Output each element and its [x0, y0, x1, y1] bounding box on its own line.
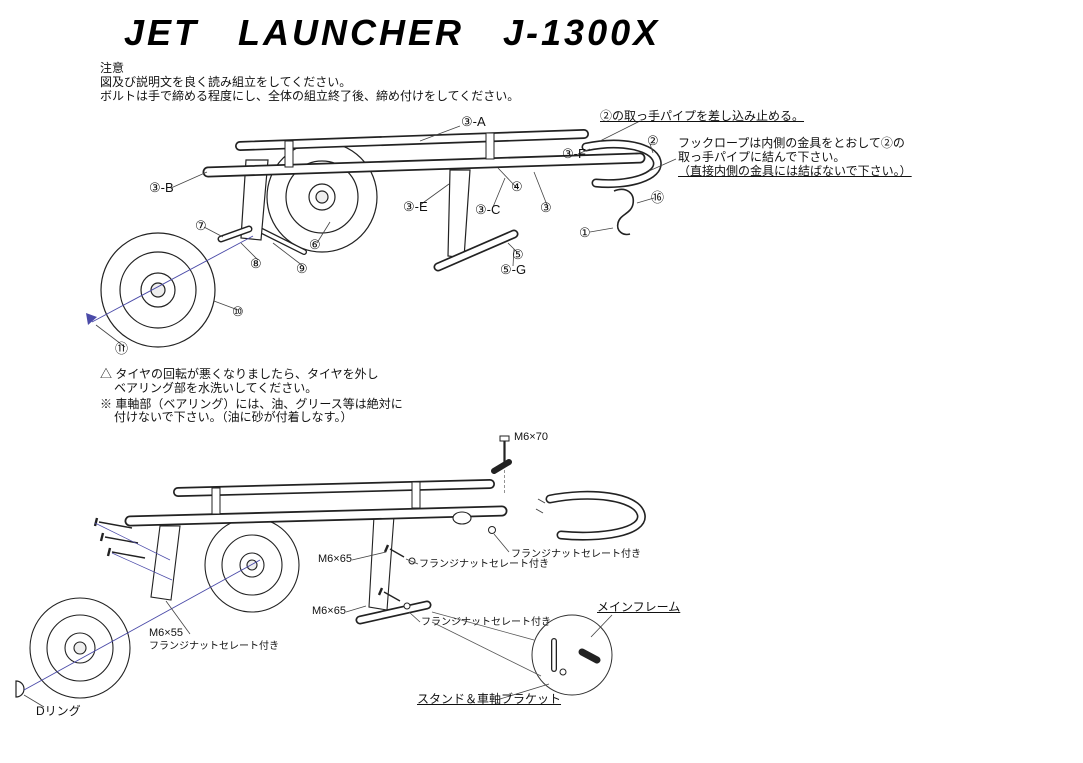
axle-flag-icon [86, 313, 97, 325]
maintenance-line-3: ※ 車軸部（ベアリング）には、油、グリース等は絶対に [100, 396, 403, 411]
part-label-3-C: ③-C [475, 202, 501, 217]
caution-line-2: ボルトは手で締める程度にし、全体の組立終了後、締め付けをしてください。 [100, 88, 520, 103]
left-bolts-icon [93, 517, 146, 559]
rear-wheel-exploded-icon [204, 517, 300, 613]
hook-rope-line-2: 取っ手パイプに結んで下さい。 [678, 149, 846, 164]
insert-handle-note: ②の取っ手パイプを差し込み止める。 [600, 109, 805, 123]
part-label-3-A: ③-A [461, 114, 486, 129]
hook-icon [613, 188, 635, 236]
caution-notes: 注意 図及び説明文を良く読み組立をしてください。 ボルトは手で締める程度にし、全… [100, 61, 520, 103]
bottom-leader-lines [23, 533, 613, 708]
part-label-8: ⑧ [250, 256, 262, 271]
part-label-2: ② [647, 133, 659, 148]
mid-stand [447, 169, 471, 259]
part-label-10: ⑩ [232, 304, 244, 319]
d-ring-icon [15, 680, 25, 698]
detail-circle [431, 611, 613, 696]
front-stand [240, 159, 269, 241]
page-title: JET LAUNCHER J-1300X [124, 12, 661, 53]
part-label-9: ⑨ [296, 261, 308, 276]
main-frame-label: メインフレーム [597, 600, 681, 614]
maintenance-notes: △ タイヤの回転が悪くなりましたら、タイヤを外し ベアリング部を水洗いしてくださ… [100, 367, 403, 425]
flange-nut-note-upper: フランジナットセレート付き [419, 559, 549, 570]
top-leader-lines [95, 120, 677, 348]
bolt-label-m6x70: M6×70 [514, 431, 548, 443]
hook-rope-note: フックロープは内側の金具をとおして②の 取っ手パイプに結んで下さい。 （直接内側… [678, 136, 912, 178]
part-label-3-B: ③-B [149, 180, 174, 195]
part-label-6: ⑥ [309, 237, 321, 252]
bolt-label-m6x55: M6×55 [149, 627, 183, 639]
part-label-3: ③ [540, 200, 552, 215]
flange-nut-note-pipe: フランジナットセレート付き [511, 549, 641, 560]
part-label-3-F: ③-F [562, 146, 586, 161]
part-label-16: ⑯ [651, 190, 665, 205]
mid-bolts-icon [377, 526, 496, 610]
part-label-11: ⑪ [115, 341, 129, 356]
top-assembly-drawing [86, 120, 677, 348]
part-label-4: ④ [511, 179, 523, 194]
part-label-1: ① [579, 225, 591, 240]
part-label-5: ⑤ [512, 247, 524, 262]
part-label-7: ⑦ [195, 218, 207, 233]
bottom-exploded-drawing [15, 435, 646, 708]
caution-line-1: 図及び説明文を良く読み組立をしてください。 [100, 74, 352, 89]
bolt-m6x70-icon [491, 435, 512, 494]
bolt-label-m6x65-lower: M6×65 [312, 605, 346, 617]
hook-rope-line-3: （直接内側の金具には結ばないで下さい。） [678, 163, 912, 178]
part-label-5-G: ⑤-G [500, 262, 527, 277]
caution-heading: 注意 [100, 61, 125, 75]
front-wheel-exploded-icon [29, 597, 131, 699]
front-wheel-icon [100, 232, 216, 348]
stand-axle-bracket-label: スタンド＆車軸ブラケット [417, 692, 562, 706]
maintenance-line-2: ベアリング部を水洗いしてください。 [114, 380, 318, 395]
part-label-3-E: ③-E [403, 199, 428, 214]
maintenance-line-4: 付けないで下さい。（油に砂が付着しなす。） [114, 410, 353, 425]
maintenance-line-1: △ タイヤの回転が悪くなりましたら、タイヤを外し [100, 367, 379, 381]
flange-nut-note-front: フランジナットセレート付き [149, 641, 279, 652]
hook-rope-line-1: フックロープは内側の金具をとおして②の [678, 136, 905, 150]
front-stand-exploded [150, 525, 181, 601]
bolt-label-m6x65-upper: M6×65 [318, 553, 352, 565]
flange-nut-note-lower: フランジナットセレート付き [421, 617, 551, 628]
d-ring-label: Dリング [36, 704, 81, 718]
